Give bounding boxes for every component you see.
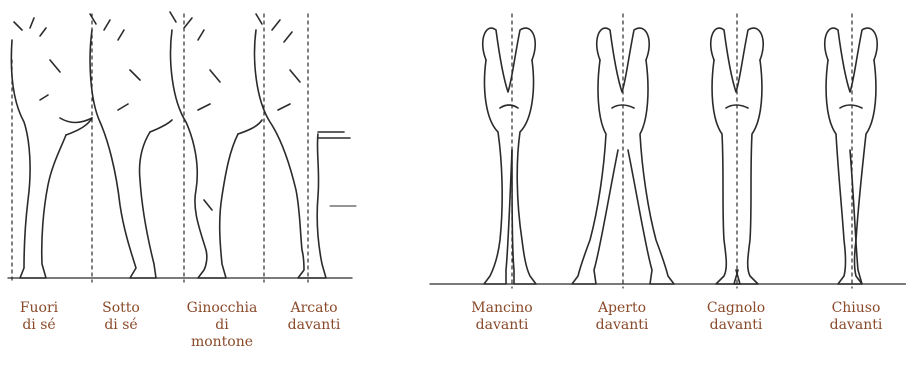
horse-leg-arcato-davanti [255, 14, 356, 278]
horse-front-mancino-davanti [483, 28, 536, 284]
side-view-panel [8, 12, 356, 282]
caption-sotto-di-se: Sotto di sé [96, 300, 146, 334]
caption-cagnolo-davanti: Cagnolo davanti [696, 300, 776, 334]
caption-ginocchia-di-montone: Ginocchia di montone [176, 300, 268, 351]
caption-fuori-di-se: Fuori di sé [14, 300, 64, 334]
caption-arcato-davanti: Arcato davanti [276, 300, 352, 334]
caption-chiuso-davanti: Chiuso davanti [818, 300, 894, 334]
caption-mancino-davanti: Mancino davanti [462, 300, 542, 334]
horse-leg-fuori-di-se [11, 18, 92, 278]
front-view-panel [430, 14, 906, 288]
horse-leg-sotto-di-se [90, 14, 172, 278]
horse-front-chiuso-davanti [825, 28, 877, 284]
caption-aperto-davanti: Aperto davanti [584, 300, 660, 334]
